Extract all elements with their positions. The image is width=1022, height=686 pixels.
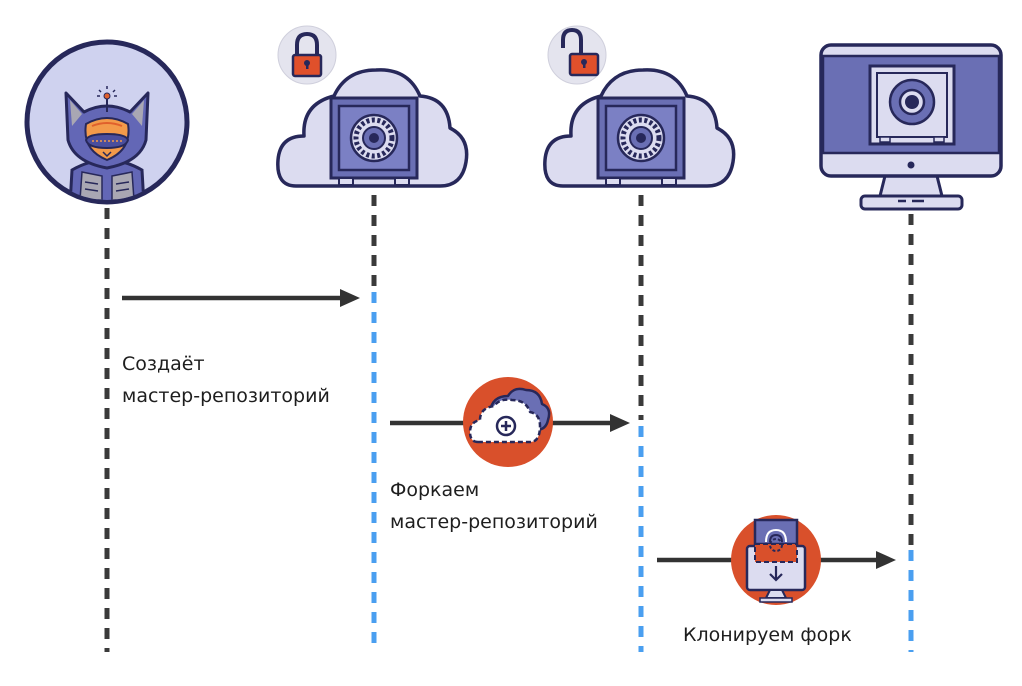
lock-closed-icon [277,25,337,85]
step-label-line: мастер-репозиторий [122,385,330,407]
lock-open-icon [547,25,607,85]
step-label-clone: Клонируем форк [683,619,852,651]
fork-cloud-plus-icon [463,377,553,467]
step-label-line: Клонируем форк [683,624,852,646]
clone-monitor-download-icon [731,515,821,605]
monitor-safe-icon [819,43,1003,211]
arrow-create-master [122,289,360,307]
step-label-line: мастер-репозиторий [390,511,598,533]
master-repo-cloud-icon [276,68,469,188]
fork-repo-cloud-icon [543,68,736,188]
developer-cat-avatar-icon [24,39,190,205]
step-label-line: Создаёт [122,353,205,375]
step-label-fork: Форкаем мастер-репозиторий [390,474,598,538]
step-label-create-master: Создаёт мастер-репозиторий [122,348,330,412]
step-label-line: Форкаем [390,479,480,501]
